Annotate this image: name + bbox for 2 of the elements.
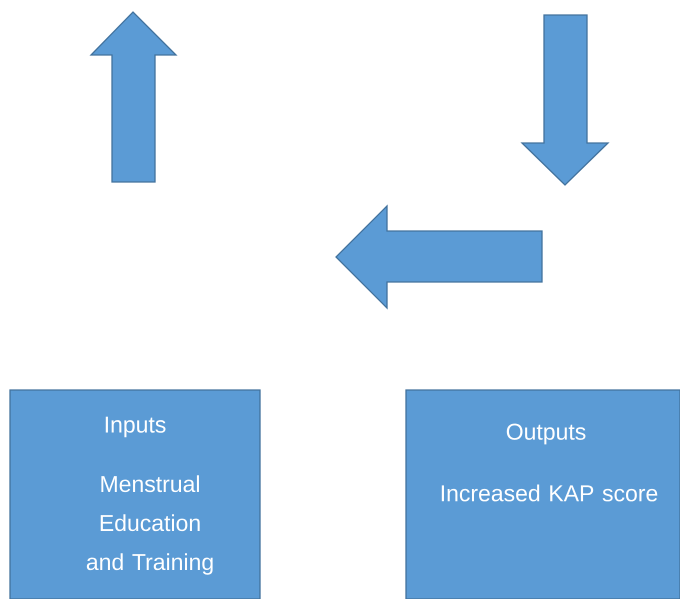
input-box: Inputs Menstrual Education and Training [9,389,261,599]
output-box: Outputs Increased KAP score [405,389,680,599]
